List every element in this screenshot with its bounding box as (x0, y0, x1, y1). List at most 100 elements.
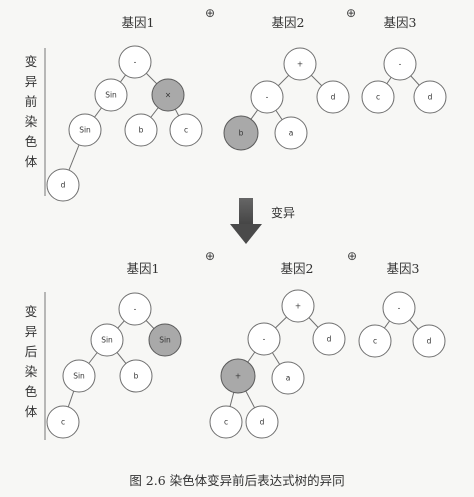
side-char: 色 (25, 384, 38, 399)
tree-node (169, 113, 203, 147)
node-label: c (373, 337, 377, 346)
gene3-after-tree: - c d (358, 291, 446, 358)
gene1-title: 基因1 (122, 15, 155, 30)
node-label: Sin (105, 91, 117, 100)
after-side-label: 变 异 后 染 色 体 (25, 304, 38, 419)
node-label: Sin (73, 372, 85, 381)
side-char: 体 (25, 154, 38, 169)
tree-node (62, 359, 96, 393)
node-label: a (289, 129, 294, 138)
side-char: 色 (25, 134, 38, 149)
tree-node (46, 405, 80, 439)
tree-node-mutated (148, 323, 182, 357)
oplus-icon: ⊕ (347, 249, 357, 263)
side-char: 染 (25, 364, 38, 379)
node-label: d (260, 418, 265, 427)
oplus-icon: ⊕ (205, 249, 215, 263)
mutation-label: 变异 (271, 205, 295, 220)
side-char: 异 (25, 74, 38, 89)
node-label: Sin (101, 336, 113, 345)
node-label: b (139, 126, 144, 135)
tree-node (312, 322, 346, 356)
node-label: b (239, 129, 244, 138)
node-label: + (235, 372, 241, 381)
tree-node (361, 80, 395, 114)
node-label: c (376, 93, 380, 102)
tree-node (90, 323, 124, 357)
node-label: + (295, 302, 301, 311)
figure-caption: 图 2.6 染色体变异前后表达式树的异同 (129, 473, 344, 488)
before-section: 变 异 前 染 色 体 基因1 基因2 基因3 ⊕ ⊕ - Sin × (25, 6, 447, 202)
oplus-icon: ⊕ (205, 6, 215, 20)
tree-node (118, 292, 152, 326)
tree-node (245, 405, 279, 439)
side-char: 变 (25, 304, 38, 319)
node-label: c (61, 418, 65, 427)
gene1-before-tree: - Sin × Sin b c d (46, 45, 203, 202)
tree-node (247, 322, 281, 356)
node-label: d (427, 337, 432, 346)
side-char: 异 (25, 324, 38, 339)
arrow-head-icon (230, 224, 262, 244)
node-label: - (266, 93, 269, 102)
node-label: Sin (159, 336, 171, 345)
tree-node (281, 289, 315, 323)
side-char: 后 (25, 344, 38, 359)
gene2-title: 基因2 (281, 261, 314, 276)
side-char: 体 (25, 404, 38, 419)
node-label: - (134, 58, 137, 67)
tree-node (124, 113, 158, 147)
tree-node-mutated (223, 115, 259, 151)
mutation-arrow: 变异 (230, 198, 295, 244)
tree-node (412, 324, 446, 358)
before-side-label: 变 异 前 染 色 体 (25, 54, 38, 169)
node-label: b (134, 372, 139, 381)
gene3-title: 基因3 (387, 261, 420, 276)
node-label: - (134, 305, 137, 314)
tree-node (413, 80, 447, 114)
tree-node-mutated (151, 78, 185, 112)
tree-node (68, 113, 102, 147)
node-label: d (331, 93, 336, 102)
node-label: - (398, 304, 401, 313)
tree-node (94, 78, 128, 112)
gene1-title: 基因1 (127, 261, 160, 276)
gene1-after-tree: - Sin Sin Sin b c (46, 292, 182, 439)
node-label: - (399, 60, 402, 69)
tree-node-mutated (220, 358, 256, 394)
gene3-before-tree: - c d (361, 47, 447, 114)
node-label: d (327, 335, 332, 344)
tree-node (383, 47, 417, 81)
oplus-icon: ⊕ (346, 6, 356, 20)
tree-node (209, 405, 243, 439)
tree-node (118, 45, 152, 79)
tree-node (316, 80, 350, 114)
gene3-title: 基因3 (384, 15, 417, 30)
node-label: Sin (79, 126, 91, 135)
tree-node (283, 47, 317, 81)
arrow-shaft (239, 198, 253, 225)
gene2-after-tree: + - d + a c d (209, 289, 346, 439)
side-char: 前 (25, 94, 38, 109)
node-label: × (165, 91, 171, 100)
tree-node (274, 116, 308, 150)
after-section: 变 异 后 染 色 体 基因1 基因2 基因3 ⊕ ⊕ - Sin Sin (25, 249, 446, 440)
node-label: a (286, 374, 291, 383)
node-label: c (184, 126, 188, 135)
node-label: c (224, 418, 228, 427)
tree-node (250, 80, 284, 114)
side-char: 染 (25, 114, 38, 129)
tree-node (119, 359, 153, 393)
tree-node (382, 291, 416, 325)
node-label: d (428, 93, 433, 102)
side-char: 变 (25, 54, 38, 69)
tree-node (358, 324, 392, 358)
gene2-before-tree: + - d b a (223, 47, 350, 151)
gene2-title: 基因2 (272, 15, 305, 30)
node-label: - (263, 335, 266, 344)
node-label: d (61, 181, 66, 190)
tree-node (46, 168, 80, 202)
node-label: + (297, 60, 303, 69)
